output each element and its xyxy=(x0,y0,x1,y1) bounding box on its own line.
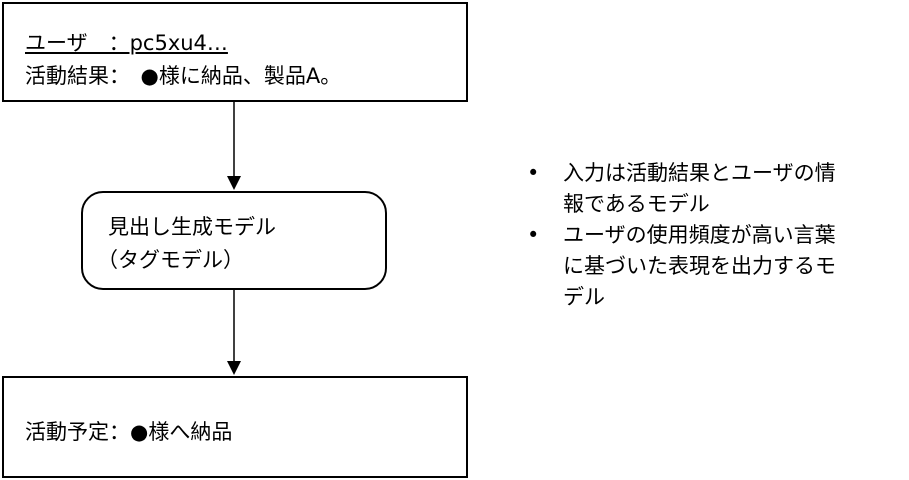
note-item: • ユーザの使用頻度が高い言葉 に基づいた表現を出力するモ デル xyxy=(525,220,905,313)
bullet-icon: • xyxy=(527,161,540,185)
user-label: ユーザ ：pc5xu4… xyxy=(25,31,228,55)
input-box: ユーザ ：pc5xu4… 活動結果： ●様に納品、製品A。 xyxy=(2,2,468,102)
note-line: ユーザの使用頻度が高い言葉 xyxy=(563,223,836,247)
note-line: 報であるモデル xyxy=(563,192,710,216)
model-box: 見出し生成モデル （タグモデル） xyxy=(81,191,387,290)
note-item: • 入力は活動結果とユーザの情 報であるモデル xyxy=(525,158,905,220)
output-box: 活動予定：●様へ納品 xyxy=(2,376,468,478)
model-title: 見出し生成モデル xyxy=(108,215,276,239)
notes-list: • 入力は活動結果とユーザの情 報であるモデル • ユーザの使用頻度が高い言葉 … xyxy=(525,158,905,313)
bullet-icon: • xyxy=(527,223,540,247)
note-line: に基づいた表現を出力するモ xyxy=(563,254,836,278)
arrow-top-to-middle xyxy=(227,102,241,190)
note-line: 入力は活動結果とユーザの情 xyxy=(563,161,836,185)
arrow-middle-to-bottom xyxy=(227,290,241,375)
note-line: デル xyxy=(563,285,605,309)
model-subtitle: （タグモデル） xyxy=(97,248,244,272)
activity-result-label: 活動結果： ●様に納品、製品A。 xyxy=(25,64,342,88)
activity-plan-label: 活動予定：●様へ納品 xyxy=(25,420,233,444)
